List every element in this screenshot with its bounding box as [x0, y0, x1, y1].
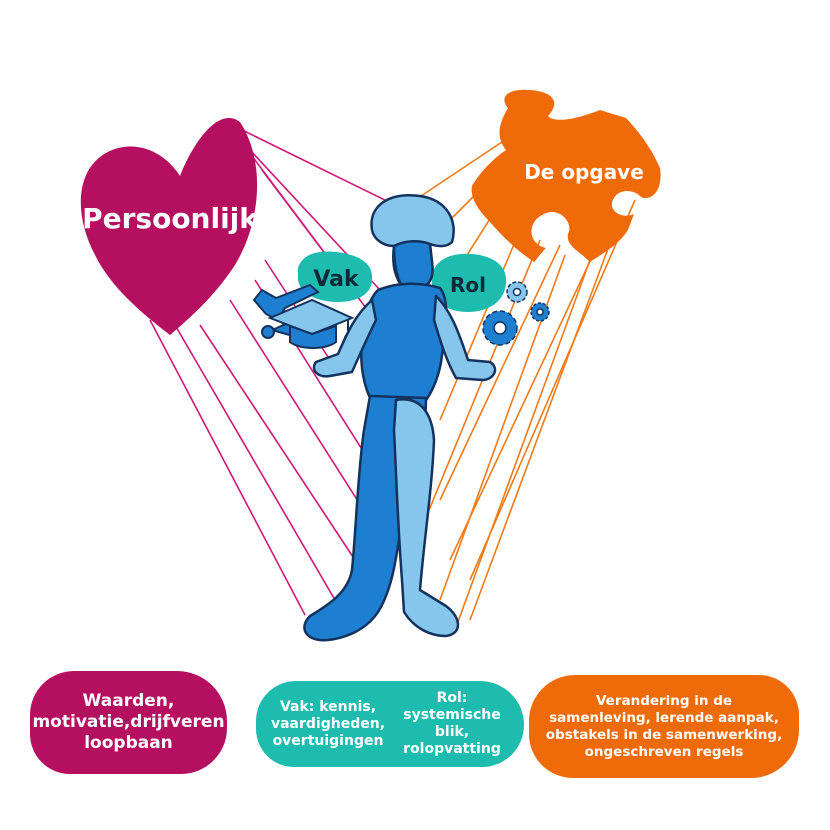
- personal-note: Waarden, motivatie,drijfveren loopbaan: [30, 671, 227, 774]
- graduation-cap-icon: [267, 298, 355, 349]
- personal-note-text: Waarden, motivatie,drijfveren loopbaan: [32, 691, 225, 753]
- puzzle-label: De opgave: [524, 160, 644, 184]
- gear-icon: [482, 281, 550, 346]
- vak-rol-note: Vak: kennis, vaardigheden, overtuigingen…: [256, 681, 524, 767]
- opgave-note: Verandering in de samenleving, lerende a…: [529, 675, 799, 778]
- rol-note-text: Rol: systemische blik, rolopvatting: [403, 690, 501, 757]
- rol-bubble-label: Rol: [450, 273, 486, 297]
- rol-bubble: [431, 253, 507, 312]
- vak-note-text: Vak: kennis, vaardigheden, overtuigingen: [270, 698, 386, 749]
- person-figure: [303, 194, 497, 642]
- figure-body: [360, 282, 448, 402]
- opgave-note-text: Verandering in de samenleving, lerende a…: [545, 692, 783, 760]
- heart-label: Persoonlijk: [82, 202, 259, 235]
- vak-bubble-label: Vak: [313, 267, 360, 292]
- vak-bubble: [298, 251, 373, 302]
- heart-strings: [149, 119, 421, 616]
- puzzle-piece-icon: [471, 89, 661, 262]
- heart-icon: [80, 117, 258, 335]
